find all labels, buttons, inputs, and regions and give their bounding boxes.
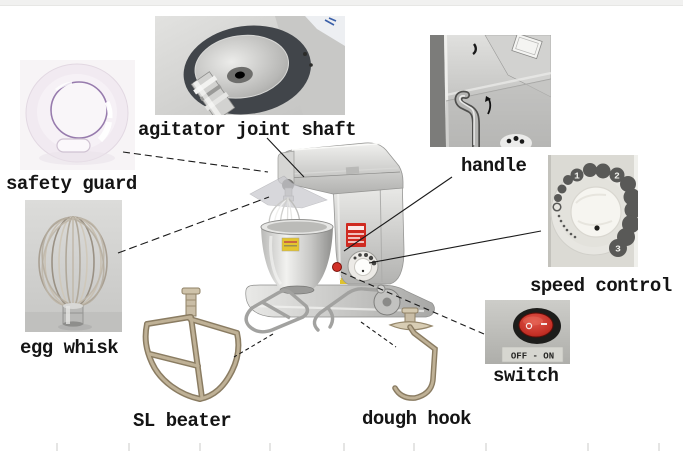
sl-beater-illustration bbox=[142, 286, 242, 414]
beater-frame bbox=[142, 314, 242, 402]
egg-whisk-photo bbox=[25, 200, 122, 332]
bowl-sticker bbox=[281, 237, 300, 252]
safety-guard-photo bbox=[20, 60, 135, 170]
label-safety-guard: safety guard bbox=[6, 173, 137, 195]
speed-control-photo: 1 2 3 bbox=[548, 155, 638, 267]
speed-mark-1: 1 bbox=[574, 171, 580, 182]
off-symbol bbox=[525, 322, 533, 330]
brand-label bbox=[305, 16, 345, 46]
whisk-collar bbox=[62, 303, 84, 327]
label-agitator-joint-shaft: agitator joint shaft bbox=[138, 119, 357, 141]
dough-hook-illustration bbox=[388, 305, 448, 407]
label-switch: switch bbox=[493, 365, 559, 387]
warning-sticker bbox=[346, 223, 366, 247]
hook-rod bbox=[392, 324, 438, 401]
mixer-bowl bbox=[260, 219, 334, 295]
head-label bbox=[511, 35, 543, 60]
beater-fitting bbox=[181, 287, 201, 317]
beater-attachment-lying bbox=[244, 289, 310, 334]
agitator-joint-shaft-photo bbox=[155, 16, 345, 115]
label-dough-hook: dough hook bbox=[362, 408, 472, 430]
switch-plate-text: OFF - ON bbox=[511, 352, 554, 362]
speed-dial-on-mixer bbox=[347, 250, 379, 282]
switch-photo: OFF - ON bbox=[485, 300, 570, 364]
vent-dots bbox=[506, 136, 525, 144]
speed-dial-numbers: 1 2 3 bbox=[574, 171, 621, 255]
label-egg-whisk: egg whisk bbox=[20, 337, 119, 359]
speed-mark-3: 3 bbox=[615, 244, 621, 255]
ruler-ticks bbox=[56, 443, 660, 451]
speed-dial-dots bbox=[552, 163, 638, 257]
label-sl-beater: SL beater bbox=[133, 410, 232, 432]
guard-slot bbox=[56, 138, 91, 153]
handle-photo bbox=[430, 35, 551, 147]
joint-shaft bbox=[190, 71, 236, 115]
speed-mark-2: 2 bbox=[614, 171, 620, 182]
speed-dial-knob bbox=[570, 186, 622, 238]
top-border-strip bbox=[0, 0, 683, 6]
label-handle: handle bbox=[461, 155, 527, 177]
arrow-mark bbox=[472, 43, 477, 55]
guard-ring bbox=[50, 81, 108, 139]
rocker-switch bbox=[518, 312, 554, 338]
switch-plate bbox=[501, 346, 564, 363]
power-button-on-mixer bbox=[332, 262, 342, 272]
arrow-icon bbox=[485, 96, 492, 115]
label-speed-control: speed control bbox=[530, 275, 672, 297]
handle-bar bbox=[454, 90, 480, 147]
